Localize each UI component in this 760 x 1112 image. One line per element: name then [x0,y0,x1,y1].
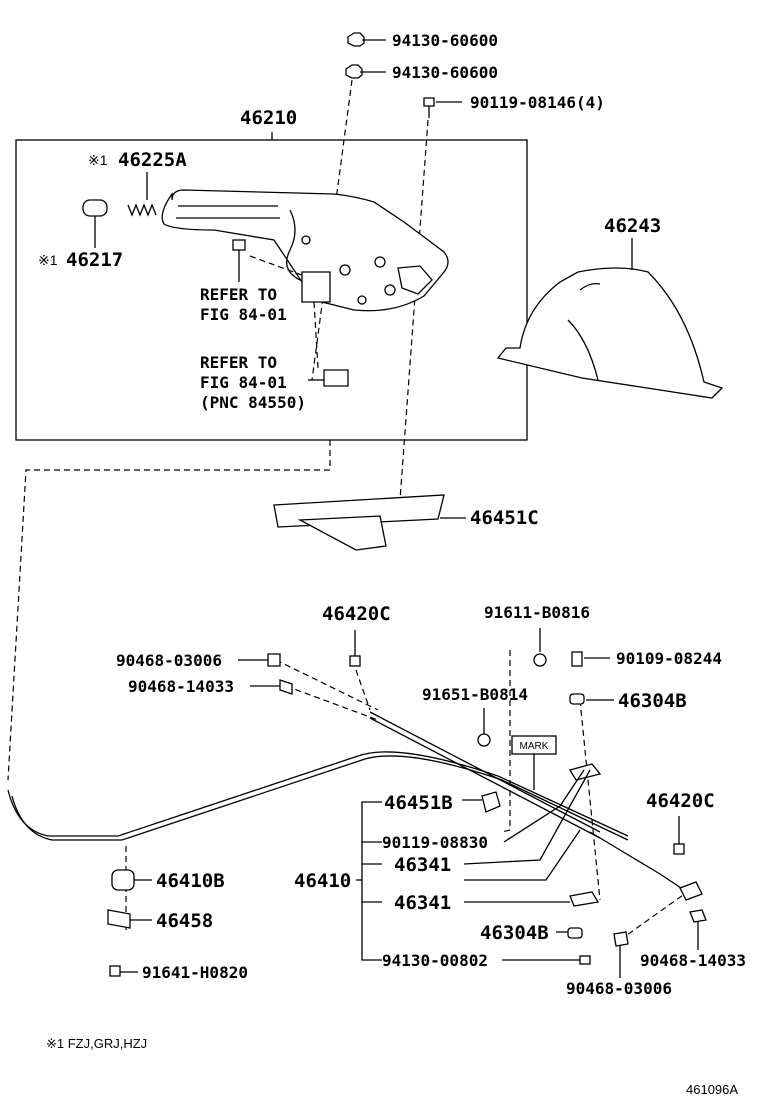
label-46341-b: 46341 [394,892,451,914]
retainer-46420C-top [349,630,361,667]
bracket-46341-top [569,763,602,781]
bracket-46341-bottom [569,891,600,907]
grommet-46304B-bottom [567,927,583,939]
refer2-line1: REFER TO [200,353,277,372]
bolt-91641-H0820 [109,965,138,977]
label-46225A-mark: ※1 [88,152,108,168]
label-46410B: 46410B [156,870,225,892]
rear-cable-46420C [7,711,691,895]
parking-brake-lever [161,189,449,312]
label-46341-a: 46341 [394,854,451,876]
label-46210: 46210 [240,107,297,129]
label-46304B-bottom: 46304B [480,922,549,944]
bolt-90109-08244 [571,651,610,667]
label-46243: 46243 [604,215,661,237]
label-90119-08830: 90119-08830 [382,833,488,852]
label-46458: 46458 [156,910,213,932]
footnote: ※1 FZJ,GRJ,HZJ [46,1036,147,1051]
bracket-46451B [462,791,501,813]
label-46217: 46217 [66,249,123,271]
label-46451C: 46451C [470,507,539,529]
clip-90468-03006-right [613,931,629,978]
cable-end-right [679,881,703,901]
label-90119-08146: 90119-08146(4) [470,93,605,112]
figure-id: 461096A [686,1082,738,1097]
switch-ref-pnc-84550 [308,369,349,387]
label-91611-B0816: 91611-B0816 [484,603,590,622]
retainer-46420C-right [673,816,685,855]
refer2-line3: (PNC 84550) [200,393,306,412]
bolt-91611-B0816 [533,628,547,667]
lever-bracket-bolt [232,239,311,282]
boot-46243 [496,238,724,399]
label-46420C-top: 46420C [322,603,391,625]
label-90468-14033-right: 90468-14033 [640,951,746,970]
label-90468-03006-left: 90468-03006 [116,651,222,670]
nut-94130-60600-top [347,32,386,47]
nut-94130-00802 [579,955,591,965]
label-90109-08244: 90109-08244 [616,649,722,668]
bracket-46458 [107,909,152,929]
label-46410: 46410 [294,870,351,892]
push-button-46217 [82,199,108,248]
nut-94130-60600-lower [345,64,386,79]
switch-ref-84-01 [301,271,331,369]
bolt-90119-08146 [423,97,462,118]
refer2-line2: FIG 84-01 [200,373,287,392]
mark-box: MARK [511,735,557,790]
assembly-46410-bracket [356,769,591,961]
clip-90468-03006-left [238,653,281,667]
label-91651-B0814: 91651-B0814 [422,685,528,704]
clip-90468-14033-right [689,909,707,950]
grommet-46304B-top [569,693,614,705]
label-91641-H0820: 91641-H0820 [142,963,248,982]
plate-46451C [273,494,466,551]
bolt-91651-B0814 [477,708,491,747]
label-46304B-top: 46304B [618,690,687,712]
label-94130-60600-a: 94130-60600 [392,31,498,50]
mark-label: MARK [520,741,549,752]
label-46420C-right: 46420C [646,790,715,812]
grommet-46410B [111,869,152,891]
label-46225A: 46225A [118,149,187,171]
label-46217-mark: ※1 [38,252,58,268]
label-94130-60600-b: 94130-60600 [392,63,498,82]
label-46451B: 46451B [384,792,453,814]
spring-46225A [127,172,157,217]
refer1-line2: FIG 84-01 [200,305,287,324]
refer1-line1: REFER TO [200,285,277,304]
clip-90468-14033-left [250,679,293,695]
label-94130-00802: 94130-00802 [382,951,488,970]
label-90468-03006-right: 90468-03006 [566,979,672,998]
label-90468-14033-left: 90468-14033 [128,677,234,696]
